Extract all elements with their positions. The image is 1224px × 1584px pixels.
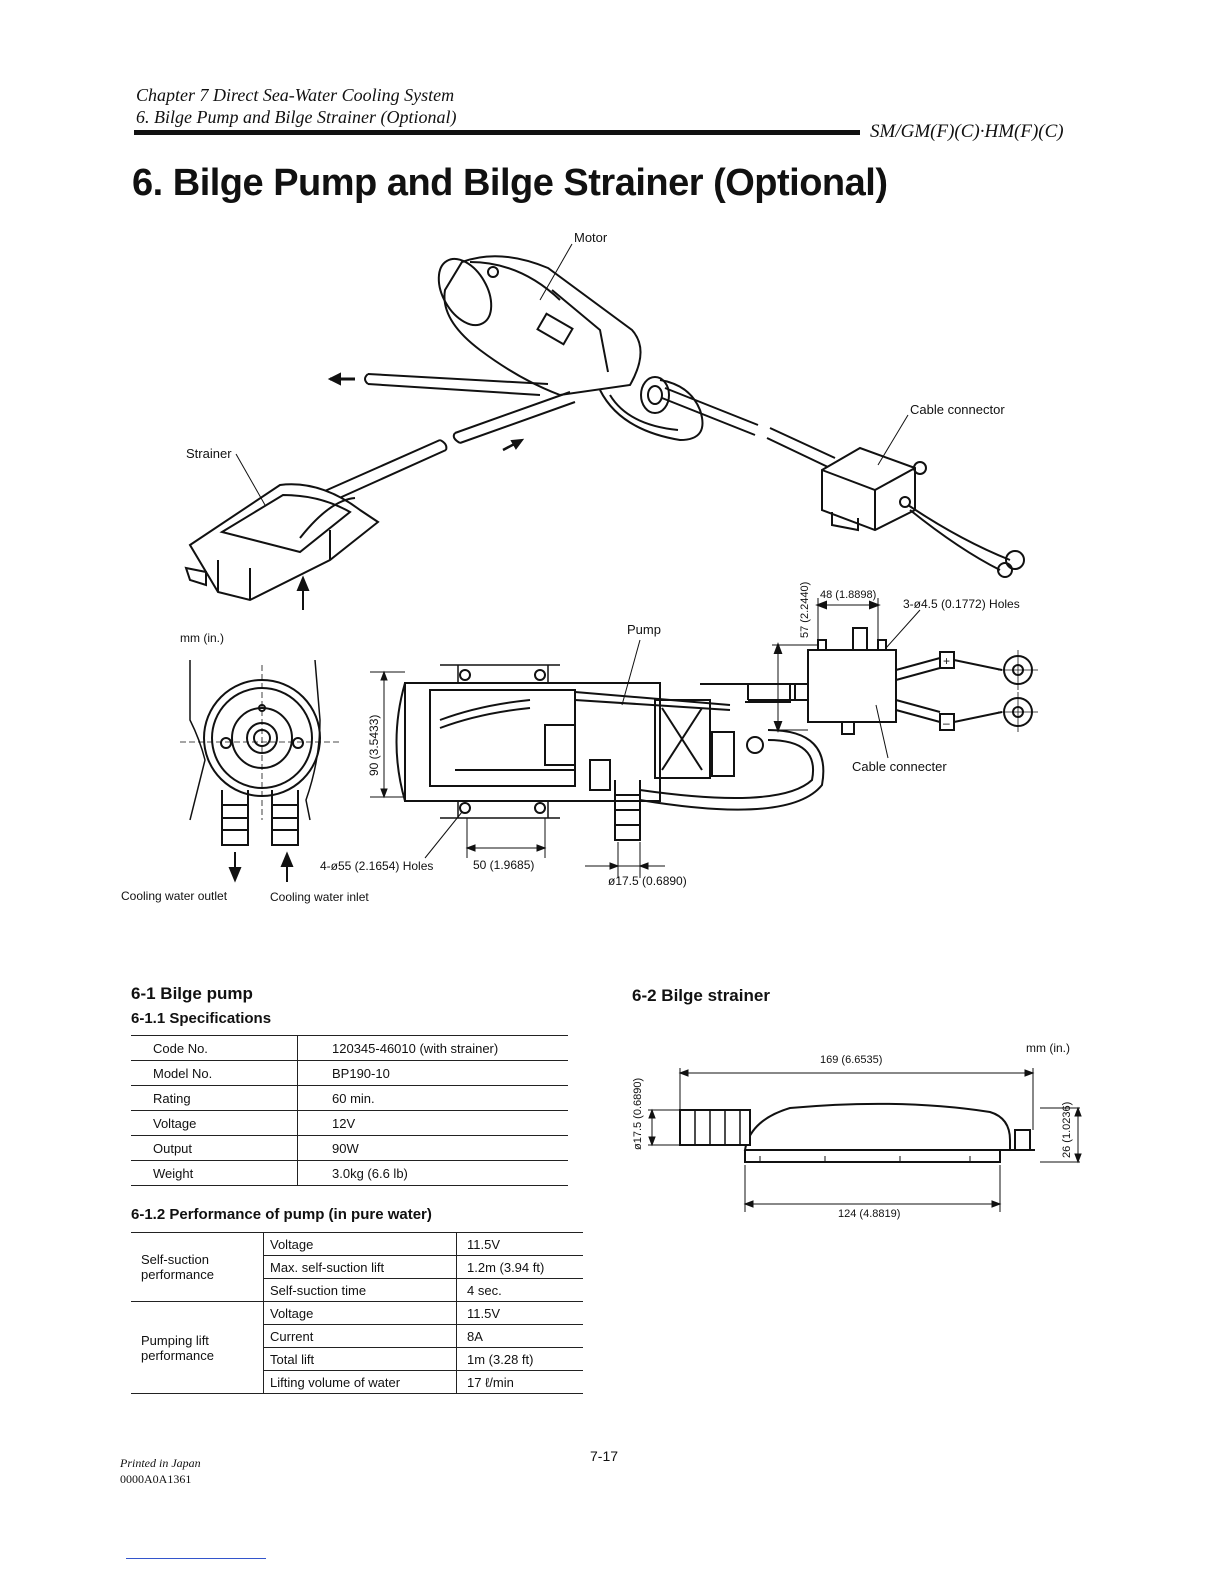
dia-175: ø17.5 (0.6890) (608, 874, 687, 888)
bilge-pump-heading: 6-1 Bilge pump (131, 984, 253, 1003)
label-motor: Motor (574, 230, 608, 245)
bilge-strainer-heading: 6-2 Bilge strainer (632, 986, 770, 1005)
pump-side-view (395, 664, 825, 841)
document-code: 0000A0A1361 (120, 1472, 192, 1486)
label-cooling-inlet: Cooling water inlet (270, 890, 369, 904)
page-number: 7-17 (590, 1448, 619, 1464)
group-self-suction: Self-suction performance (131, 1232, 264, 1302)
strainer-drawing (184, 483, 380, 602)
strainer-dim-169: 169 (6.6535) (820, 1054, 882, 1066)
spec-row: Model No.BP190-10 (131, 1060, 568, 1086)
perf-row: Pumping lift performance Voltage 11.5V (131, 1301, 583, 1394)
pump-end-view (180, 659, 340, 846)
holes-45: 3-ø4.5 (0.1772) Holes (903, 597, 1020, 611)
perf-row: Lifting volume of water 17 ℓ/min (131, 1370, 583, 1394)
label-pump: Pump (627, 622, 661, 637)
holes-55: 4-ø55 (2.1654) Holes (320, 859, 433, 873)
perf-row: Current 8A (131, 1324, 583, 1348)
spec-row: Code No.120345-46010 (with strainer) (131, 1035, 568, 1061)
label-cable-connecter: Cable connecter (852, 759, 947, 774)
printed-in-japan: Printed in Japan (120, 1456, 201, 1470)
minus-terminal: – (943, 716, 950, 730)
strainer-unit: mm (in.) (1026, 1041, 1070, 1055)
cable-connector-view (747, 598, 1038, 759)
specifications-table: Code No.120345-46010 (with strainer) Mod… (131, 1035, 568, 1186)
perf-row: Total lift 1m (3.28 ft) (131, 1347, 583, 1371)
label-unit: mm (in.) (180, 631, 224, 645)
group-pumping-lift: Pumping lift performance (131, 1301, 264, 1394)
perf-row: Max. self-suction lift 1.2m (3.94 ft) (131, 1255, 583, 1279)
bilge-strainer-drawing: mm (in.) 169 (6.6535) 124 (4.8819) ø17.5… (632, 1041, 1082, 1220)
strainer-dim-124: 124 (4.8819) (838, 1208, 900, 1220)
cable-connector-box (821, 446, 1025, 578)
dim-90: 90 (3.5433) (367, 715, 381, 776)
label-cooling-outlet: Cooling water outlet (121, 889, 228, 903)
label-strainer: Strainer (186, 446, 232, 461)
label-cable-connector: Cable connector (910, 402, 1005, 417)
page-title: 6. Bilge Pump and Bilge Strainer (Option… (132, 162, 888, 204)
plus-terminal: + (943, 654, 950, 668)
perf-row: Self-suction time 4 sec. (131, 1278, 583, 1302)
dim-50: 50 (1.9685) (473, 858, 534, 872)
section-breadcrumb: 6. Bilge Pump and Bilge Strainer (Option… (136, 107, 457, 127)
header-rule (134, 130, 860, 135)
performance-heading: 6-1.2 Performance of pump (in pure water… (131, 1206, 432, 1223)
dim-48: 48 (1.8898) (820, 589, 876, 601)
strainer-dia-175: ø17.5 (0.6890) (632, 1078, 644, 1150)
model-designation: SM/GM(F)(C)·HM(F)(C) (870, 121, 1064, 142)
chapter-title: Chapter 7 Direct Sea-Water Cooling Syste… (136, 85, 455, 105)
footer-rule (126, 1558, 266, 1559)
specifications-heading: 6-1.1 Specifications (131, 1010, 272, 1027)
dim-57: 57 (2.2440) (799, 582, 811, 638)
performance-table: Self-suction performance Voltage 11.5V M… (131, 1232, 583, 1394)
strainer-dim-26: 26 (1.0236) (1061, 1102, 1073, 1158)
motor-drawing (437, 255, 704, 442)
bilge-pump-figure: Motor Cable connector Strainer mm (in.) … (121, 230, 1038, 904)
perf-row: Self-suction performance Voltage 11.5V (131, 1232, 583, 1302)
